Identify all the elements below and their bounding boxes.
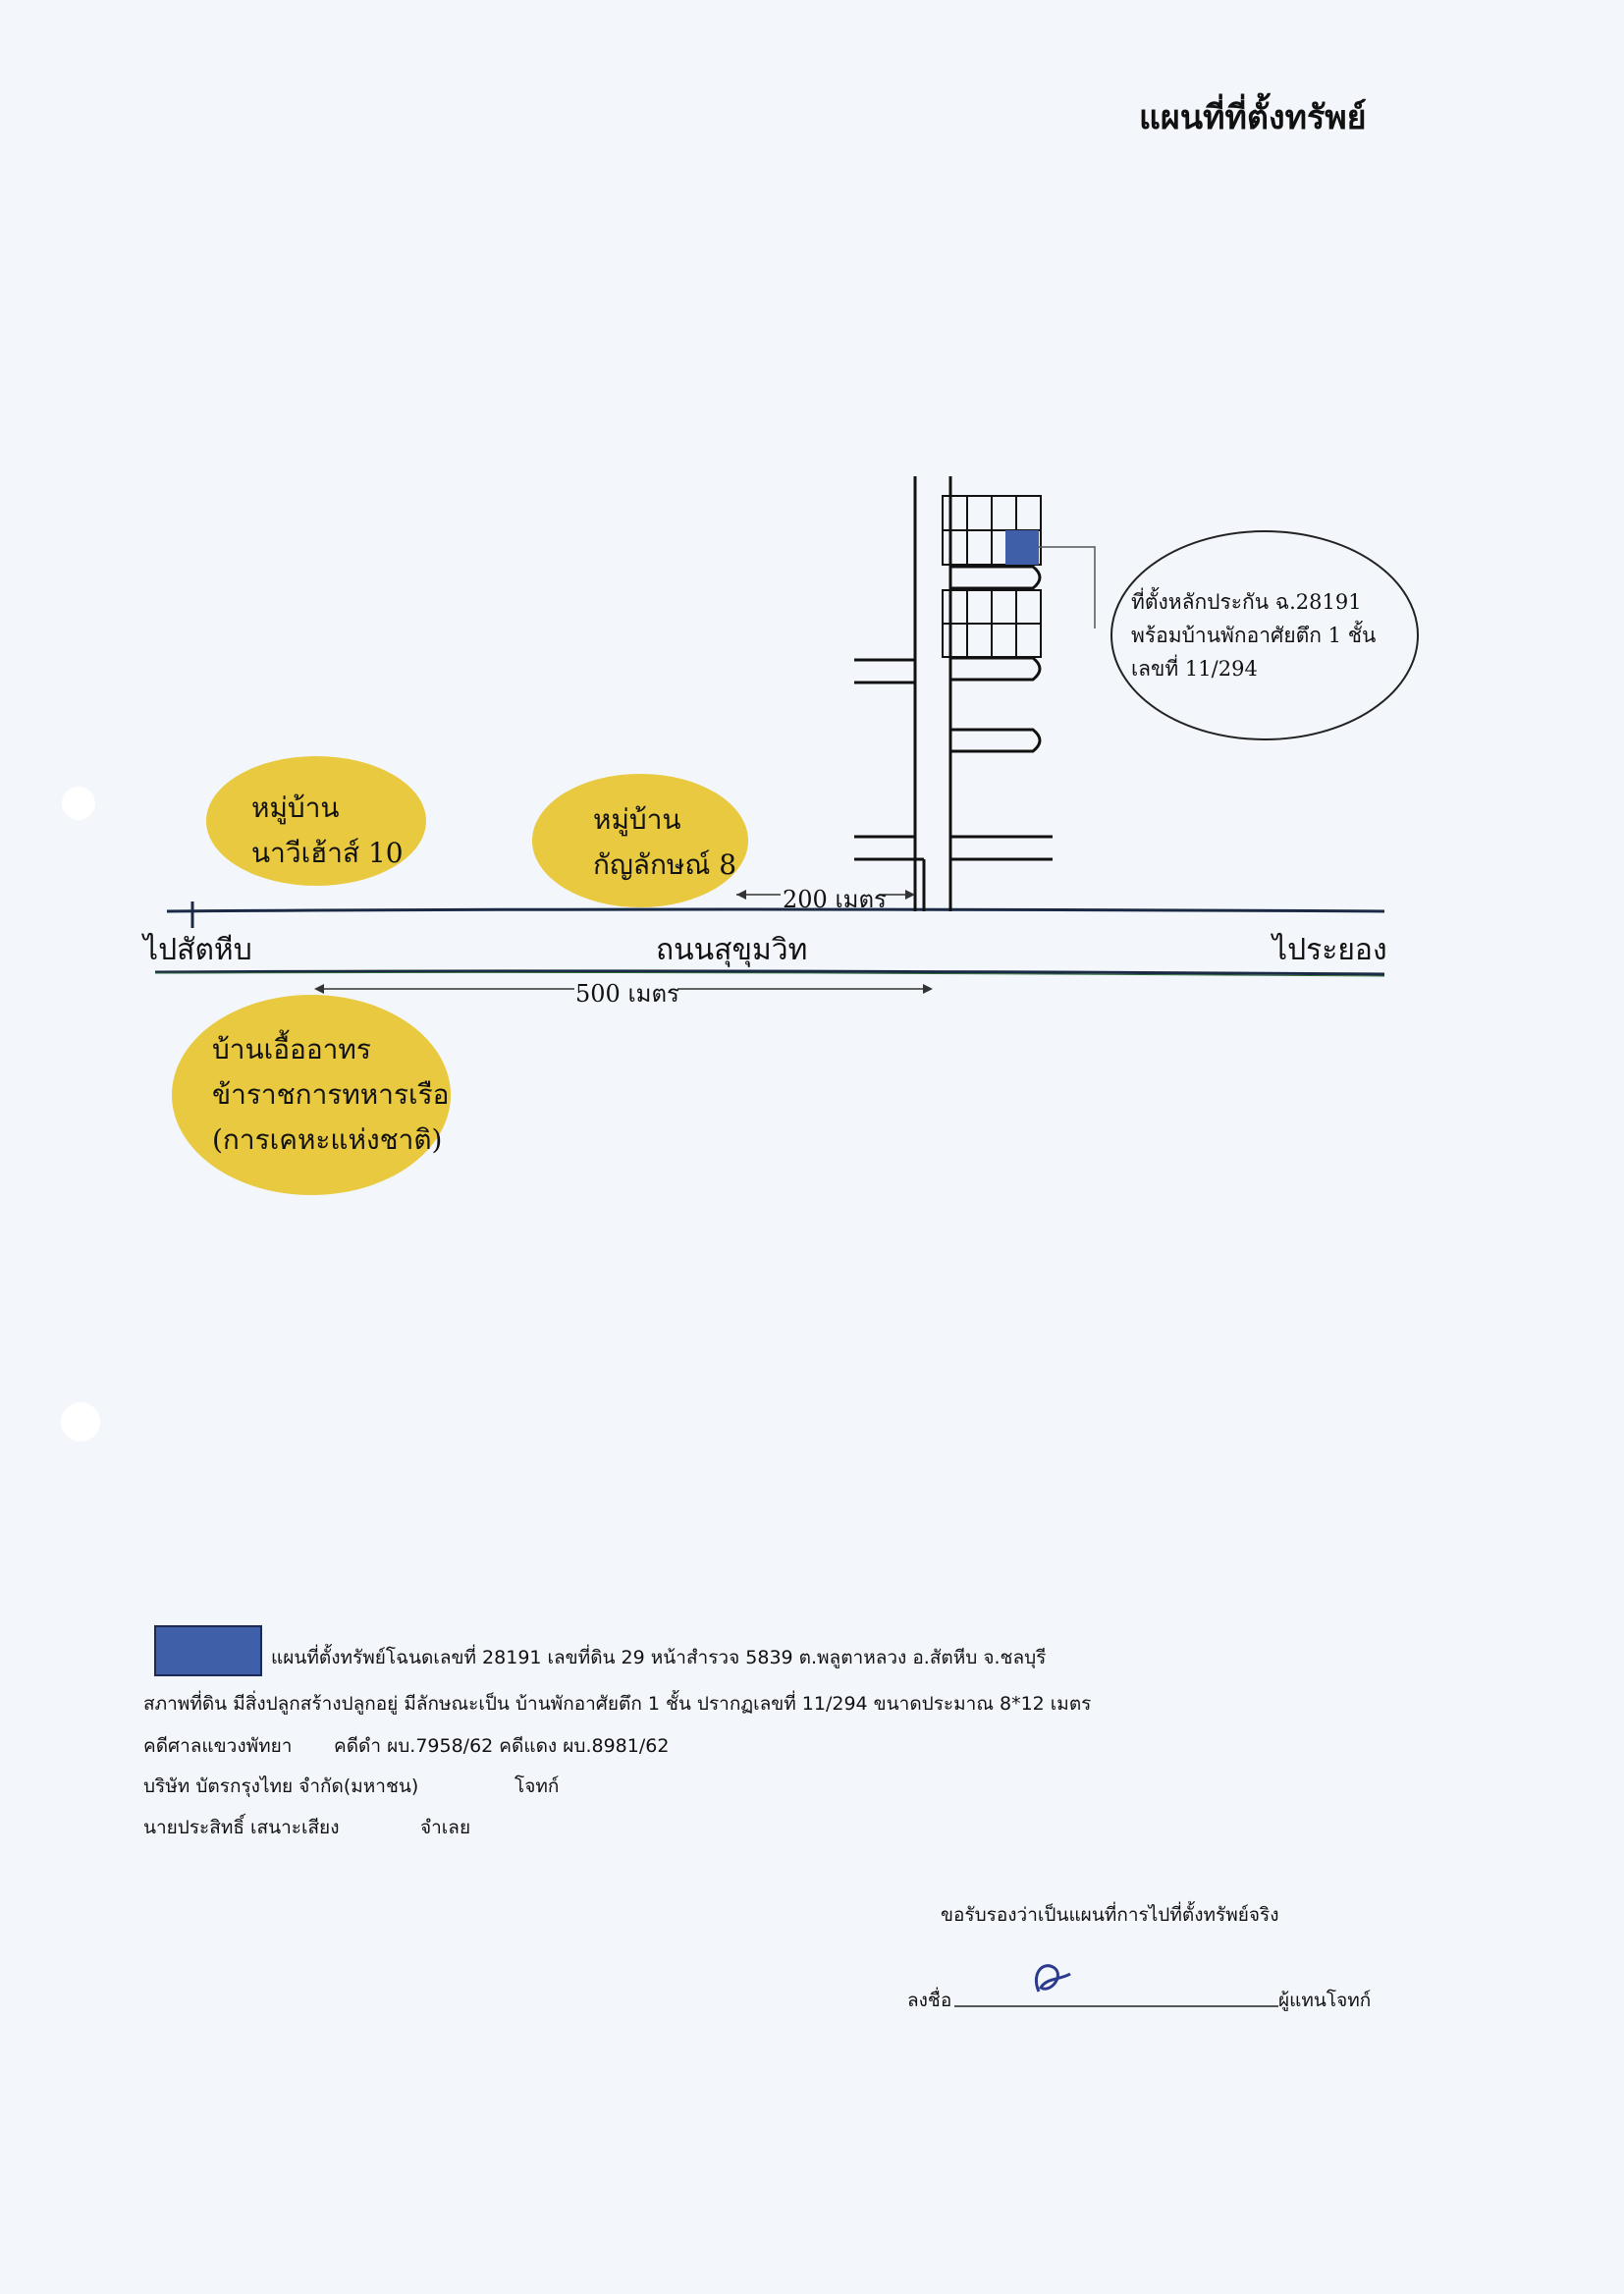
landmark-blob-kanyalak [532,774,748,907]
signature-label: ลงชื่อ [907,1990,952,2011]
main-road-bottom-edge [154,969,1385,976]
landmark-blob-navy-house [206,756,426,886]
landmark-blob-ua-arthorn [172,995,451,1195]
legend-defendant-role: จำเลย [420,1817,471,1838]
west-direction-label: ไปสัตหีบ [143,933,252,967]
legend-deed-line: แผนที่ตั้งทรัพย์โฉนดเลขที่ 28191 เลขที่ด… [271,1647,1047,1668]
legend-plaintiff-name: บริษัท บัตรกรุงไทย จำกัด(มหาชน) [143,1775,419,1797]
callout-leader [1039,546,1096,628]
landmark-ua-arthorn: บ้านเอื้ออาทร ข้าราชการทหารเรือ (การเคหะ… [212,1033,450,1156]
legend-land-condition: สภาพที่ดิน มีสิ่งปลูกสร้างปลูกอยู่ มีลัก… [143,1693,1092,1715]
property-plot [1005,530,1039,565]
landmark-navy-house: หมู่บ้าน นาวีเฮ้าส์ 10 [251,792,404,869]
page-title: แผนที่ที่ตั้งทรัพย์ [1139,98,1367,137]
callout-bubble [1110,530,1419,740]
legend-case-numbers: คดีดำ ผบ.7958/62 คดีแดง ผบ.8981/62 [334,1735,670,1757]
main-road-top-edge [166,907,1385,913]
property-callout: ที่ตั้งหลักประกัน ฉ.28191 พร้อมบ้านพักอา… [1131,590,1377,681]
certification-statement: ขอรับรองว่าเป็นแผนที่การไปที่ตั้งทรัพย์จ… [941,1904,1279,1926]
landmark-kanyalak: หมู่บ้าน กัญลักษณ์ 8 [593,803,737,881]
legend-plaintiff-role: โจทก์ [514,1775,560,1797]
east-direction-label: ไประยอง [1272,933,1387,967]
signature-mark [1034,1964,1071,1993]
distance-200-label: 200 เมตร [783,886,887,913]
legend-defendant-name: นายประสิทธิ์ เสนาะเสียง [143,1817,340,1838]
legend-court: คดีศาลแขวงพัทยา [143,1735,293,1757]
road-name-label: ถนนสุขุมวิท [656,933,808,967]
signer-role: ผู้แทนโจทก์ [1278,1990,1372,2011]
legend-swatch [154,1625,262,1676]
distance-500-label: 500 เมตร [575,980,679,1008]
